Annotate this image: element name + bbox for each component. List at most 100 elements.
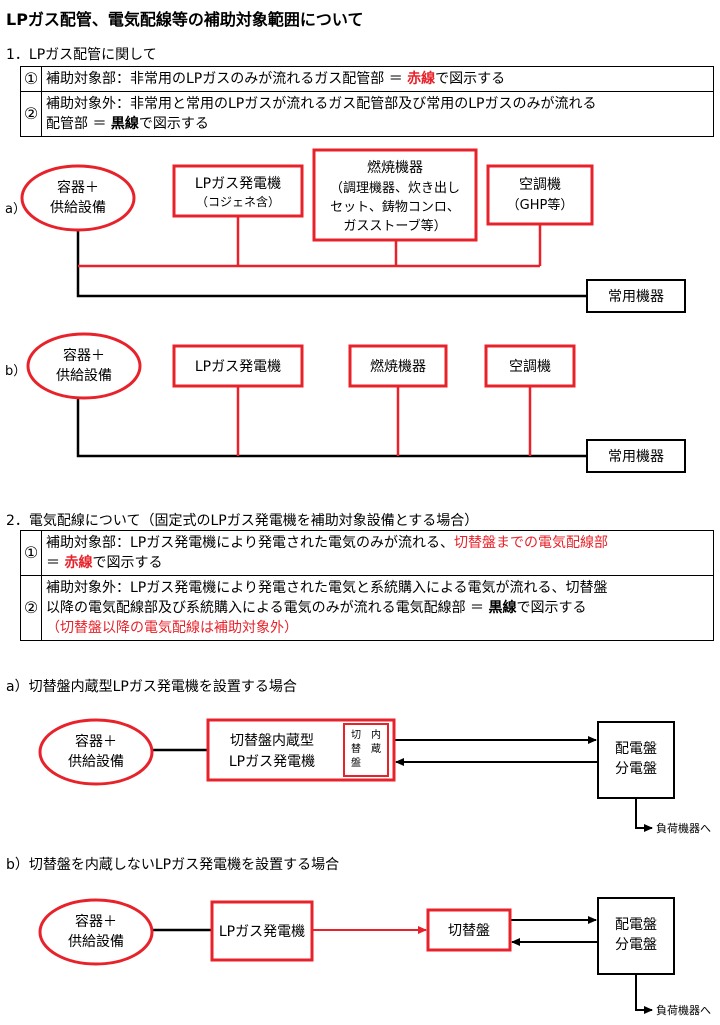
regular-gas-pipe <box>76 226 587 298</box>
row-text-line2: 配管部 ＝ 黒線で図示する <box>46 114 709 134</box>
regular-equipment-box <box>586 439 686 473</box>
node-label: 配電盤 <box>615 917 657 933</box>
node-label: 燃焼機器 <box>370 358 426 375</box>
combustion-equipment-box <box>312 148 478 242</box>
row-text-line2: ＝ 赤線で図示する <box>46 553 709 573</box>
regular-equipment-box <box>586 279 686 313</box>
section1-row-2: ② 補助対象外：非常用と常用のLPガスが流れるガス配管部及び常用のLPガスのみが… <box>20 91 714 137</box>
diagram-a: 容器＋ 供給設備 LPガス発電機 （コジェネ含） 燃焼機器 （調理機器、炊き出し… <box>20 148 686 313</box>
node-label: 容器＋ <box>75 733 117 750</box>
black-line-emphasis: 黒線 <box>488 600 517 616</box>
node-label: （調理機器、炊き出し <box>330 181 460 196</box>
node-label: 常用機器 <box>608 449 664 465</box>
supply-equipment-node <box>38 898 154 966</box>
row-text-line1: 補助対象部：LPガス発電機により発電された電気のみが流れる、切替盤までの電気配線… <box>46 533 709 553</box>
red-text: 切替盤までの電気配線部 <box>453 535 608 551</box>
row-text-post: で図示する <box>516 600 587 616</box>
builtin-switch-box <box>343 723 389 777</box>
diagram-b-label: b） <box>5 364 27 379</box>
node-label: LPガス発電機 <box>219 924 305 940</box>
node-label: 空調機 <box>519 177 561 193</box>
case-a-title: a）切替盤内蔵型LPガス発電機を設置する場合 <box>6 679 297 695</box>
row-text: 補助対象外：LPガス発電機により発電された電気と系統購入による電気が流れる、切替… <box>41 575 714 641</box>
regular-gas-pipe <box>76 394 587 458</box>
distribution-panel-box <box>597 721 675 799</box>
diagram-a-label: a） <box>5 202 26 217</box>
combustion-equipment-box <box>348 344 448 388</box>
node-label: 容器＋ <box>63 347 105 364</box>
row-text-post: で図示する <box>435 71 506 87</box>
node-label: 供給設備 <box>56 368 112 384</box>
row-text-post: で図示する <box>138 116 209 132</box>
section1-row-1: ① 補助対象部：非常用のLPガスのみが流れるガス配管部 ＝ 赤線で図示する <box>20 66 714 92</box>
node-label: （GHP等） <box>507 197 574 213</box>
node-label: セット、鋳物コンロ、 <box>330 199 460 215</box>
load-label: 負荷機器へ <box>656 1003 711 1017</box>
section2-heading: 2．電気配線について（固定式のLPガス発電機を補助対象設備とする場合） <box>6 513 479 529</box>
section2-table: ① 補助対象部：LPガス発電機により発電された電気のみが流れる、切替盤までの電気… <box>20 530 714 641</box>
case-b-diagram: 容器＋ 供給設備 LPガス発電機 切替盤 配電盤 分電盤 負荷機器へ <box>38 897 711 1017</box>
node-label: 切替盤 <box>448 923 490 939</box>
load-label: 負荷機器へ <box>656 821 711 835</box>
section1-heading: 1．LPガス配管に関して <box>6 47 157 63</box>
row-text: 補助対象部：LPガス発電機により発電された電気のみが流れる、切替盤までの電気配線… <box>41 530 714 576</box>
row-text-line1: 補助対象外：非常用と常用のLPガスが流れるガス配管部及び常用のLPガスのみが流れ… <box>46 96 597 112</box>
row-number: ② <box>20 91 42 137</box>
switch-char: 盤 <box>351 756 361 769</box>
row-number: ② <box>20 575 42 641</box>
node-label: ガスストーブ等） <box>343 218 446 234</box>
row-text-pre: 配管部 ＝ <box>46 116 111 132</box>
node-label: 配電盤 <box>615 741 657 757</box>
row-text-line2: 以降の電気配線部及び系統購入による電気のみが流れる電気配線部 ＝ 黒線で図示する <box>46 598 709 618</box>
switch-char: 蔵 <box>371 742 381 755</box>
page-title: LPガス配管、電気配線等の補助対象範囲について <box>6 10 364 29</box>
case-b-title: b）切替盤を内蔵しないLPガス発電機を設置する場合 <box>6 857 340 873</box>
node-label: 供給設備 <box>68 934 124 950</box>
red-line-emphasis: 赤線 <box>64 555 93 571</box>
lp-generator-box <box>172 344 304 388</box>
node-label: 空調機 <box>509 359 551 375</box>
red-line-emphasis: 赤線 <box>407 71 436 87</box>
node-label: 容器＋ <box>75 913 117 930</box>
load-line <box>635 798 640 829</box>
section2-row-2: ② 補助対象外：LPガス発電機により発電された電気と系統購入による電気が流れる、… <box>20 575 714 641</box>
aircon-box <box>484 344 576 388</box>
node-label: 分電盤 <box>615 761 657 777</box>
node-label: （コジェネ含） <box>196 194 280 209</box>
node-label: LPガス発電機 <box>195 359 281 375</box>
section2-row-1: ① 補助対象部：LPガス発電機により発電された電気のみが流れる、切替盤までの電気… <box>20 530 714 576</box>
node-label: 燃焼機器 <box>367 159 423 176</box>
switch-char: 内 <box>371 728 381 741</box>
row-text-line1: 補助対象外：LPガス発電機により発電された電気と系統購入による電気が流れる、切替… <box>46 580 608 596</box>
supply-equipment-node <box>38 718 154 786</box>
row-text: 補助対象部：非常用のLPガスのみが流れるガス配管部 ＝ 赤線で図示する <box>41 66 714 92</box>
node-label: LPガス発電機 <box>195 176 281 192</box>
lp-generator-box <box>172 164 304 218</box>
node-label: 容器＋ <box>57 179 99 196</box>
row-text-pre: 補助対象部：LPガス発電機により発電された電気のみが流れる、 <box>46 535 454 551</box>
black-line-emphasis: 黒線 <box>110 116 139 132</box>
switch-panel-box <box>426 908 512 952</box>
row-text-pre: 補助対象部：非常用のLPガスのみが流れるガス配管部 ＝ <box>46 71 408 87</box>
row-text-post: で図示する <box>92 555 163 571</box>
row-note: （切替盤以降の電気配線は補助対象外） <box>46 620 298 636</box>
node-label: 常用機器 <box>608 289 664 305</box>
node-label: LPガス発電機 <box>229 754 315 770</box>
case-a-diagram: 容器＋ 供給設備 切替盤内蔵型 LPガス発電機 切 替 盤 内 蔵 配電盤 分電… <box>38 718 711 835</box>
switch-char: 替 <box>351 742 361 755</box>
switch-char: 切 <box>351 729 361 741</box>
load-line <box>635 974 640 1011</box>
diagram-b: 容器＋ 供給設備 LPガス発電機 燃焼機器 空調機 常用機器 <box>26 332 686 473</box>
supply-equipment-node <box>20 164 136 232</box>
node-label: 供給設備 <box>68 754 124 770</box>
section1-table: ① 補助対象部：非常用のLPガスのみが流れるガス配管部 ＝ 赤線で図示する ② … <box>20 66 714 137</box>
node-label: 切替盤内蔵型 <box>230 733 314 749</box>
row-text-pre: 以降の電気配線部及び系統購入による電気のみが流れる電気配線部 ＝ <box>46 600 489 616</box>
node-label: 供給設備 <box>50 200 106 216</box>
node-label: 分電盤 <box>615 937 657 953</box>
lp-generator-box <box>210 900 314 962</box>
supply-equipment-node <box>26 332 142 400</box>
distribution-panel-box <box>597 897 675 975</box>
aircon-box <box>486 164 594 226</box>
